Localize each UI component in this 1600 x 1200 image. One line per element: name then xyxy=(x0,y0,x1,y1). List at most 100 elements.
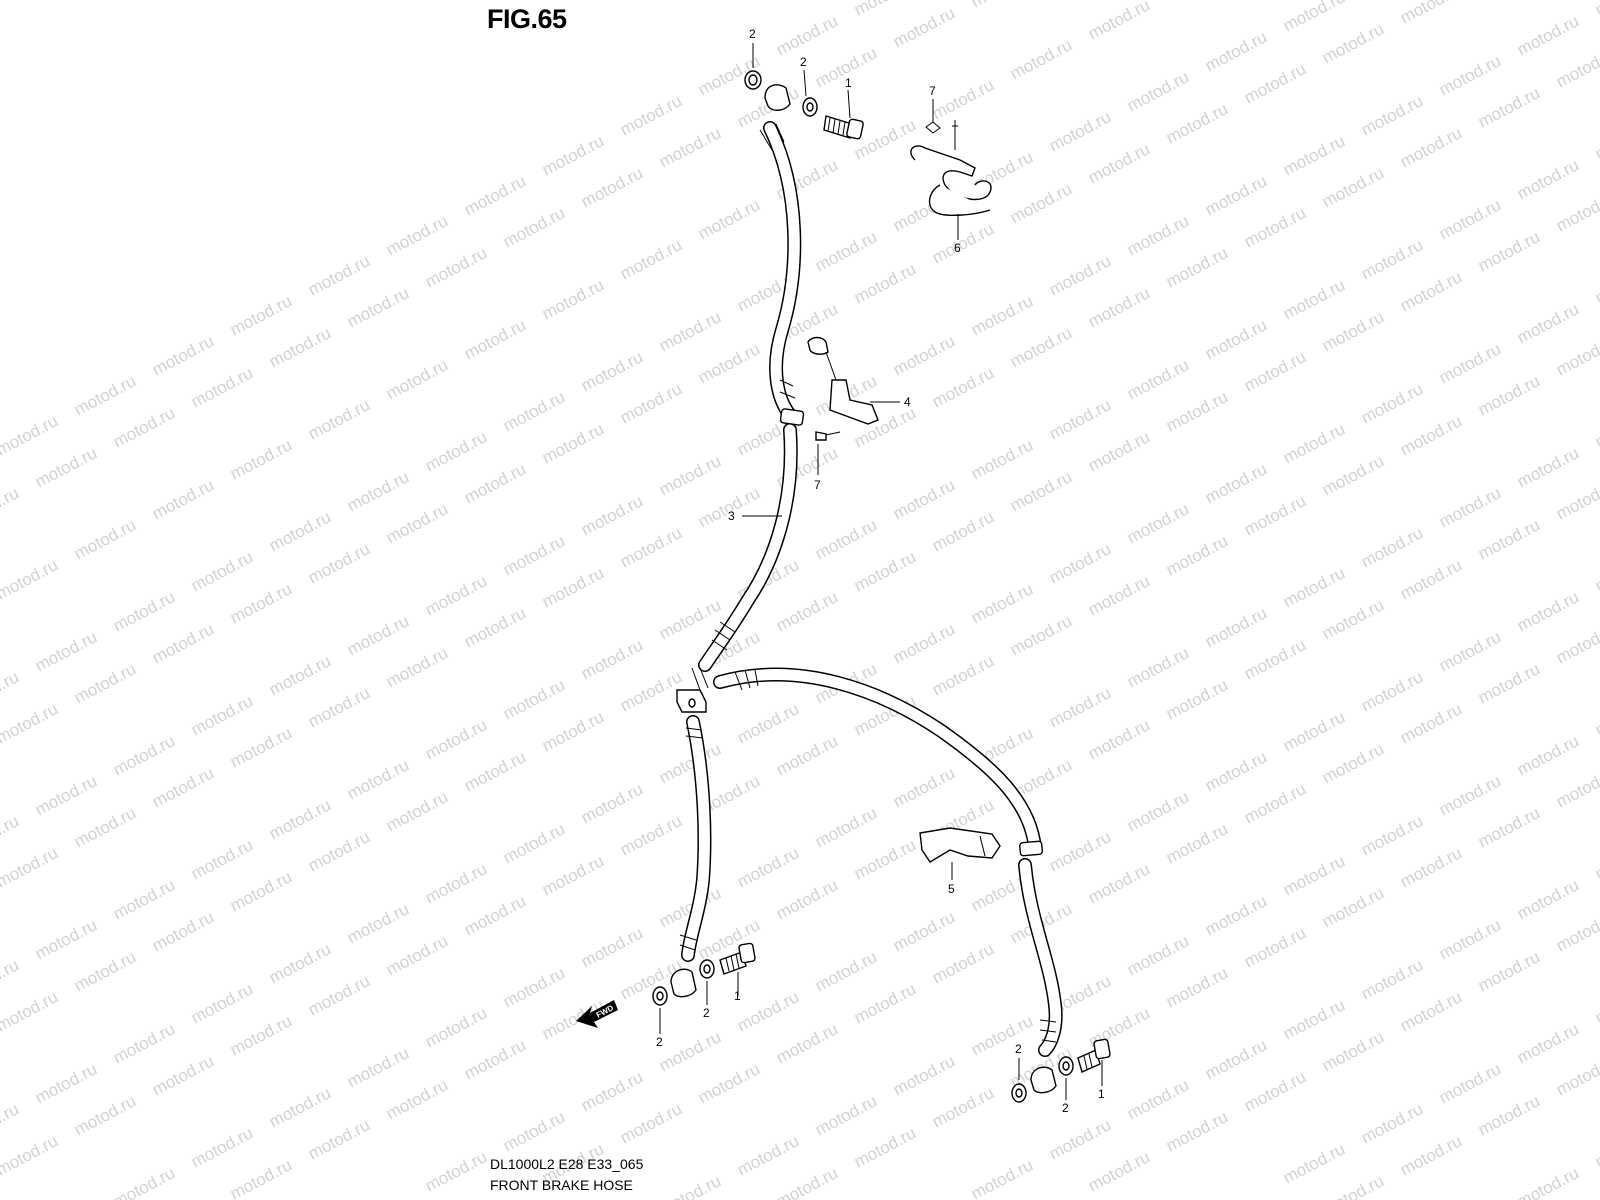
watermark-text: motod.ru xyxy=(1163,531,1231,579)
watermark-text: motod.ru xyxy=(1436,627,1504,675)
watermark-text: motod.ru xyxy=(1475,659,1543,707)
watermark-text: motod.ru xyxy=(344,467,412,515)
watermark-text: motod.ru xyxy=(0,667,22,715)
watermark-text: motod.ru xyxy=(149,1051,217,1099)
watermark-text: motod.ru xyxy=(1514,11,1582,59)
watermark-text: motod.ru xyxy=(305,395,373,443)
watermark-text: motod.ru xyxy=(188,547,256,595)
watermark-text: motod.ru xyxy=(1592,115,1600,163)
watermark-text: motod.ru xyxy=(539,707,607,755)
watermark-text: motod.ru xyxy=(383,787,451,835)
callout-2: 2 xyxy=(749,27,756,41)
watermark-text: motod.ru xyxy=(461,315,529,363)
watermark-text: motod.ru xyxy=(578,779,646,827)
watermark-text: motod.ru xyxy=(1280,707,1348,755)
watermark-text: motod.ru xyxy=(500,819,568,867)
watermark-text: motod.ru xyxy=(1475,83,1543,131)
watermark-text: motod.ru xyxy=(812,1091,880,1139)
watermark-text: motod.ru xyxy=(968,0,1036,12)
watermark-text: motod.ru xyxy=(461,459,529,507)
watermark-text: motod.ru xyxy=(1163,0,1231,4)
watermark-text: motod.ru xyxy=(695,483,763,531)
watermark-text: motod.ru xyxy=(1085,571,1153,619)
callout-2: 2 xyxy=(656,1035,663,1049)
watermark-text: motod.ru xyxy=(695,1059,763,1107)
watermark-text: motod.ru xyxy=(1202,1035,1270,1083)
watermark-text: motod.ru xyxy=(461,171,529,219)
watermark-text: motod.ru xyxy=(383,211,451,259)
watermark-text: motod.ru xyxy=(1280,0,1348,36)
watermark-text: motod.ru xyxy=(617,1099,685,1147)
watermark-text: motod.ru xyxy=(1241,923,1309,971)
watermark-text: motod.ru xyxy=(1592,835,1600,883)
watermark-text: motod.ru xyxy=(968,435,1036,483)
watermark-text: motod.ru xyxy=(773,1019,841,1067)
watermark-text: motod.ru xyxy=(0,699,61,747)
watermark-text: motod.ru xyxy=(734,843,802,891)
watermark-text: motod.ru xyxy=(539,851,607,899)
watermark-text: motod.ru xyxy=(1202,171,1270,219)
watermark-text: motod.ru xyxy=(1358,379,1426,427)
watermark-text: motod.ru xyxy=(266,795,334,843)
watermark-text: motod.ru xyxy=(1319,163,1387,211)
watermark-text: motod.ru xyxy=(1358,1099,1426,1147)
watermark-text: motod.ru xyxy=(1397,411,1465,459)
watermark-text: motod.ru xyxy=(188,691,256,739)
watermark-text: motod.ru xyxy=(1592,547,1600,595)
callout-2: 2 xyxy=(800,55,807,69)
watermark-text: motod.ru xyxy=(1553,619,1600,667)
watermark-text: motod.ru xyxy=(695,339,763,387)
watermark-text: motod.ru xyxy=(656,307,724,355)
watermark-text: motod.ru xyxy=(1124,355,1192,403)
watermark-text: motod.ru xyxy=(383,355,451,403)
watermark-text: motod.ru xyxy=(812,227,880,275)
watermark-text: motod.ru xyxy=(1319,307,1387,355)
callout-1: 1 xyxy=(734,989,741,1003)
watermark-text: motod.ru xyxy=(1592,691,1600,739)
watermark-text: motod.ru xyxy=(539,275,607,323)
watermark-text: motod.ru xyxy=(266,507,334,555)
watermark-text: motod.ru xyxy=(851,979,919,1027)
watermark-text: motod.ru xyxy=(929,939,997,987)
watermark-text: motod.ru xyxy=(1085,427,1153,475)
watermark-text: motod.ru xyxy=(968,291,1036,339)
brake-hose-joint xyxy=(676,667,709,713)
watermark-text: motod.ru xyxy=(851,547,919,595)
watermark-text: motod.ru xyxy=(227,435,295,483)
watermark-text: motod.ru xyxy=(1046,539,1114,587)
watermark-text: motod.ru xyxy=(0,411,61,459)
watermark-text: motod.ru xyxy=(0,987,61,1035)
watermark-text: motod.ru xyxy=(851,259,919,307)
watermark-text: motod.ru xyxy=(422,571,490,619)
watermark-text: motod.ru xyxy=(1007,611,1075,659)
watermark-text: motod.ru xyxy=(1319,739,1387,787)
watermark-text: motod.ru xyxy=(1163,387,1231,435)
watermark-text: motod.ru xyxy=(890,331,958,379)
watermark-text: motod.ru xyxy=(578,491,646,539)
watermark-text: motod.ru xyxy=(266,651,334,699)
watermark-text: motod.ru xyxy=(110,587,178,635)
watermark-text: motod.ru xyxy=(1163,99,1231,147)
upper-banjo-fitting xyxy=(744,70,864,140)
watermark-text: motod.ru xyxy=(578,163,646,211)
watermark-text: motod.ru xyxy=(1163,243,1231,291)
watermark-text: motod.ru xyxy=(1397,123,1465,171)
watermark-text: motod.ru xyxy=(968,1011,1036,1059)
watermark-text: motod.ru xyxy=(1085,139,1153,187)
watermark-text: motod.ru xyxy=(188,835,256,883)
watermark-text: motod.ru xyxy=(383,1075,451,1123)
watermark-text: motod.ru xyxy=(1241,491,1309,539)
watermark-text: motod.ru xyxy=(461,747,529,795)
watermark-text: motod.ru xyxy=(383,643,451,691)
watermark-text: motod.ru xyxy=(1514,731,1582,779)
callout-leaders xyxy=(659,43,1103,1100)
watermark-text: motod.ru xyxy=(0,843,61,891)
watermark-text: motod.ru xyxy=(1007,179,1075,227)
watermark-text: motod.ru xyxy=(656,739,724,787)
watermark-text: motod.ru xyxy=(461,891,529,939)
watermark-text: motod.ru xyxy=(1124,643,1192,691)
watermark-text: motod.ru xyxy=(1046,107,1114,155)
watermark-text: motod.ru xyxy=(110,731,178,779)
watermark-text: motod.ru xyxy=(0,811,22,859)
